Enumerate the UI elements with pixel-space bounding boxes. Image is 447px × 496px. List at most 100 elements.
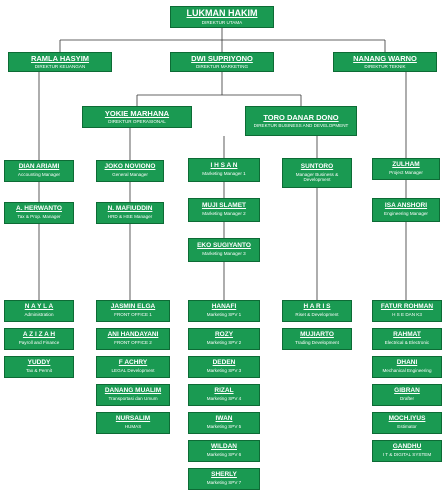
node-name: MUJI SLAMET (201, 202, 247, 210)
node-name: DANANG MUALIM (104, 387, 162, 395)
node-title: DIREKTUR TEKNIK (364, 63, 406, 69)
node-title: Transportasi dan Umum (108, 396, 158, 402)
node-title: LEGAL Development (111, 368, 155, 374)
node-title: FRONT OFFICE 1 (114, 312, 152, 318)
node-name: IWAN (215, 415, 233, 423)
node-name: WILDAN (211, 443, 237, 451)
node-name: YOKIE MARHANA (104, 108, 170, 118)
node-title: Riset & Development (295, 312, 339, 318)
node-name: SUNTORO (300, 162, 334, 170)
node-name: ANI HANDAYANI (107, 331, 159, 339)
node-title: Mechanical Engineering (382, 368, 432, 374)
node-name: TORO DANAR DONO (263, 112, 339, 122)
node-title: Accounting Manager (17, 172, 61, 178)
node-title: Estimator (397, 424, 417, 430)
node-title: Marketing SPV 2 (206, 340, 242, 346)
node-name: FATUR ROHMAN (380, 303, 434, 311)
node-title: Marketing SPV 5 (206, 424, 242, 430)
node-title: Tax & Permit (25, 368, 53, 374)
node-name: MUJIARTO (300, 331, 334, 339)
node-name: EKO SUGIYANTO (197, 242, 251, 250)
node-title: Manager Business & Development (295, 171, 339, 182)
node-name: N. MAFIUDDIN (107, 205, 153, 213)
node-title: DIREKTUR BUSINESS AND DEVELOPMENT (253, 122, 349, 128)
node-title: DIREKTUR KEUANGAN (34, 63, 86, 69)
node-name: HANAFI (211, 303, 237, 311)
node-name: DHANI (396, 359, 418, 367)
node-name: YUDDY (27, 359, 51, 367)
node-title: HRD & HSE Manager (107, 214, 153, 220)
node-title: Engineering Manager (384, 211, 428, 217)
node-name: LUKMAN HAKIM (186, 8, 258, 19)
node-name: NURSALIM (115, 415, 151, 423)
node-title: DIREKTUR UTAMA (201, 19, 243, 25)
node-title: Marketing Manager 1 (202, 171, 246, 177)
node-title: Marketing SPV 1 (206, 312, 242, 318)
node-name: F ACHRY (118, 359, 148, 367)
node-name: DEDEN (212, 359, 236, 367)
node-title: HUMAS (124, 424, 142, 430)
node-title: DIREKTUR MARKETING (195, 63, 249, 69)
node-title: Marketing Manager 3 (202, 251, 246, 257)
node-name: DIAN ARIAMI (18, 163, 60, 171)
node-title: Project Manager (389, 170, 423, 176)
node-title: Marketing SPV 4 (206, 396, 242, 402)
node-name: RIZAL (214, 387, 234, 395)
node-name: RAMLA HASYIM (30, 53, 90, 63)
node-title: FRONT OFFICE 2 (114, 340, 152, 346)
node-name: DWI SUPRIYONO (191, 53, 253, 63)
node-title: DIREKTUR OPERASIONAL (108, 118, 166, 124)
node-title: H S E DAN K3 (392, 312, 422, 318)
node-name: H A R I S (303, 303, 331, 311)
node-name: ROZY (214, 331, 234, 339)
node-name: I H S A N (210, 162, 238, 170)
node-name: GIBRAN (394, 387, 420, 395)
node-title: Trading Development (295, 340, 339, 346)
node-name: N A Y L A (24, 303, 54, 311)
node-title: Drafter (399, 396, 415, 402)
node-title: Marketing SPV 7 (206, 480, 242, 486)
node-name: GANDHU (392, 443, 422, 451)
node-title: Marketing SPV 3 (206, 368, 242, 374)
node-name: NANANG WARNO (353, 53, 417, 63)
node-title: Payroll and Finance (18, 340, 60, 346)
